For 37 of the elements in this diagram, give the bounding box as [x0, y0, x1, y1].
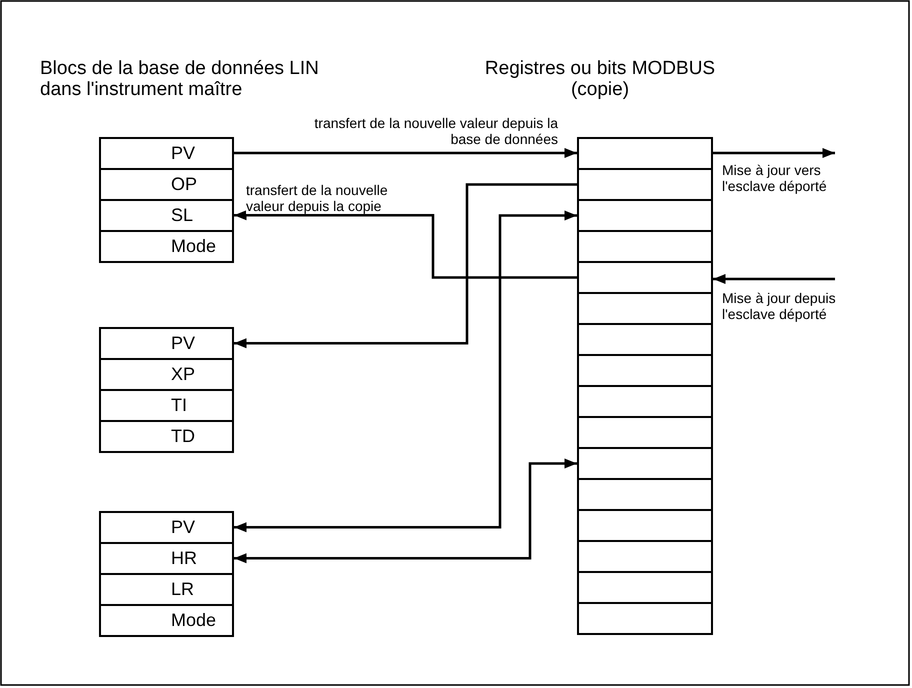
register-slot: [577, 199, 713, 232]
register-slot: [577, 509, 713, 542]
parameter-row: HR: [99, 542, 234, 574]
arrow: [713, 148, 835, 158]
register-slot: [577, 323, 713, 356]
register-slot: [577, 292, 713, 325]
parameter-row: TD: [99, 420, 234, 452]
register-slot: [577, 137, 713, 170]
parameter-row: Mode: [99, 230, 234, 262]
parameter-row: OP: [99, 168, 234, 200]
register-slot: [577, 447, 713, 480]
parameter-row: PV: [99, 511, 234, 544]
register-slot: [577, 416, 713, 449]
register-slot: [577, 540, 713, 573]
register-slot: [577, 261, 713, 294]
column-heading: Registres ou bits MODBUS (copie): [484, 58, 716, 100]
arrow: [713, 274, 835, 284]
register-slot: [577, 168, 713, 201]
arrow: [234, 183, 577, 348]
arrow: [234, 458, 577, 564]
register-slot: [577, 230, 713, 263]
parameter-row: Mode: [99, 604, 234, 636]
arrow: [234, 148, 577, 158]
parameter-row: PV: [99, 137, 234, 170]
register-slot: [577, 385, 713, 418]
column-heading: Blocs de la base de données LIN dans l'instrument maître: [40, 58, 320, 100]
register-slot: [577, 602, 713, 635]
arrow: [234, 210, 577, 279]
parameter-row: TI: [99, 389, 234, 422]
parameter-row: XP: [99, 358, 234, 390]
arrow: [234, 210, 577, 532]
parameter-row: PV: [99, 327, 234, 360]
register-slot: [577, 354, 713, 387]
register-slot: [577, 571, 713, 604]
register-slot: [577, 478, 713, 511]
parameter-row: LR: [99, 573, 234, 606]
parameter-row: SL: [99, 199, 234, 232]
